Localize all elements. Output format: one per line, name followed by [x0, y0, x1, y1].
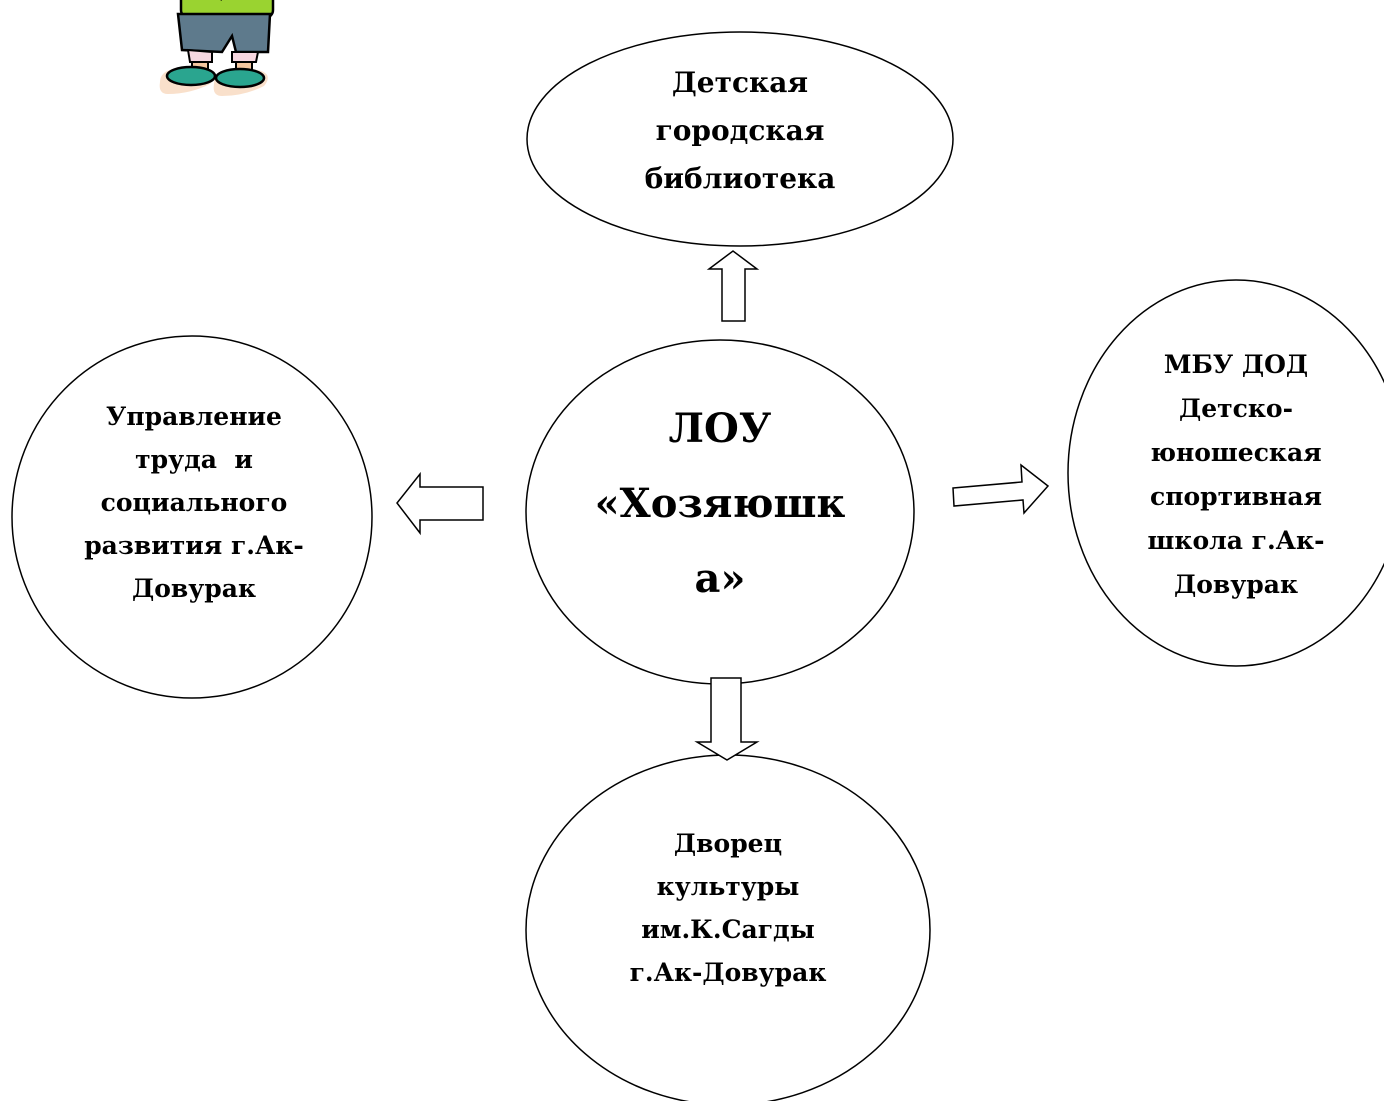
node-left-line: Довурак	[131, 574, 256, 603]
node-top-line: библиотека	[644, 162, 836, 195]
node-right-line: юношеская	[1150, 438, 1322, 467]
node-right-line: Довурак	[1173, 570, 1298, 599]
node-right-label: МБУ ДОД Детско- юношеская спортивная шко…	[1106, 340, 1366, 610]
node-right-ellipse	[1067, 279, 1384, 667]
node-top-label: Детская городская библиотека	[580, 56, 900, 206]
cartoon-child-clipart-icon	[159, 0, 275, 96]
node-center-line: а»	[694, 554, 746, 602]
node-center-line: «Хозяюшк	[594, 479, 846, 527]
node-top-ellipse	[526, 31, 954, 247]
node-left-line: труда и	[135, 445, 253, 474]
node-center-line: ЛОУ	[668, 404, 772, 452]
node-top-line: Детская	[671, 66, 809, 99]
arrow-down-to-culture-palace	[694, 677, 760, 761]
node-left-line: социального	[100, 488, 288, 517]
node-bottom-label: Дворец культуры им.К.Сагды г.Ак-Довурак	[578, 818, 878, 998]
node-bottom-line: Дворец	[673, 829, 783, 858]
node-left-label: Управление труда и социального развития …	[52, 390, 336, 615]
node-left-ellipse	[11, 335, 373, 699]
node-right-line: Детско-	[1179, 394, 1293, 423]
node-left-line: Управление	[106, 402, 282, 431]
node-right-line: спортивная	[1149, 482, 1323, 511]
arrow-right-to-sports-school	[952, 463, 1050, 515]
node-bottom-line: им.К.Сагды	[641, 915, 815, 944]
arrow-up-to-library	[706, 250, 760, 322]
node-top-line: городская	[655, 114, 825, 147]
node-right-line: МБУ ДОД	[1163, 350, 1309, 379]
node-bottom-line: г.Ак-Довурак	[629, 958, 827, 987]
node-bottom-line: культуры	[656, 872, 800, 901]
node-right-line: школа г.Ак-	[1147, 526, 1325, 555]
arrow-left-to-labour-department	[396, 471, 484, 536]
node-center-label: ЛОУ «Хозяюшк а»	[560, 388, 880, 618]
node-left-line: развития г.Ак-	[84, 531, 304, 560]
